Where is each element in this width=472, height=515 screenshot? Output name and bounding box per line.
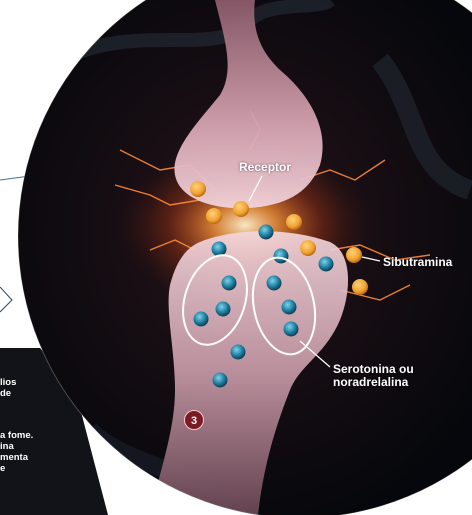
- step-number-badge: 3: [184, 410, 204, 430]
- blue-molecule: [274, 249, 289, 264]
- blue-molecule: [213, 373, 228, 388]
- orange-molecule: [352, 279, 368, 295]
- side-caption-line: menta: [0, 452, 28, 463]
- blue-molecule: [282, 300, 297, 315]
- side-caption-line: e: [0, 463, 5, 474]
- orange-molecule: [233, 201, 249, 217]
- serotonina-label: Serotonina ou noradrelalina: [333, 363, 414, 389]
- blue-molecule: [222, 276, 237, 291]
- side-caption-line: lios: [0, 377, 16, 388]
- orange-molecule: [206, 208, 222, 224]
- side-caption-line: ina: [0, 441, 14, 452]
- blue-molecule: [284, 322, 299, 337]
- blue-molecule: [194, 312, 209, 327]
- sibutramina-label: Sibutramina: [383, 256, 452, 269]
- side-caption-line: a fome.: [0, 430, 33, 441]
- blue-molecule: [216, 302, 231, 317]
- blue-molecule: [267, 276, 282, 291]
- serotonina-label-line-2: noradrelalina: [333, 376, 414, 389]
- orange-molecule: [300, 240, 316, 256]
- side-caption-panel: lios de a fome. ina menta e: [0, 349, 108, 515]
- blue-molecule: [259, 225, 274, 240]
- receptor-label: Receptor: [239, 161, 291, 174]
- orange-molecule: [286, 214, 302, 230]
- orange-molecule: [190, 181, 206, 197]
- orange-molecule: [346, 247, 362, 263]
- blue-molecule: [319, 257, 334, 272]
- blue-molecule: [231, 345, 246, 360]
- side-caption-line: de: [0, 388, 11, 399]
